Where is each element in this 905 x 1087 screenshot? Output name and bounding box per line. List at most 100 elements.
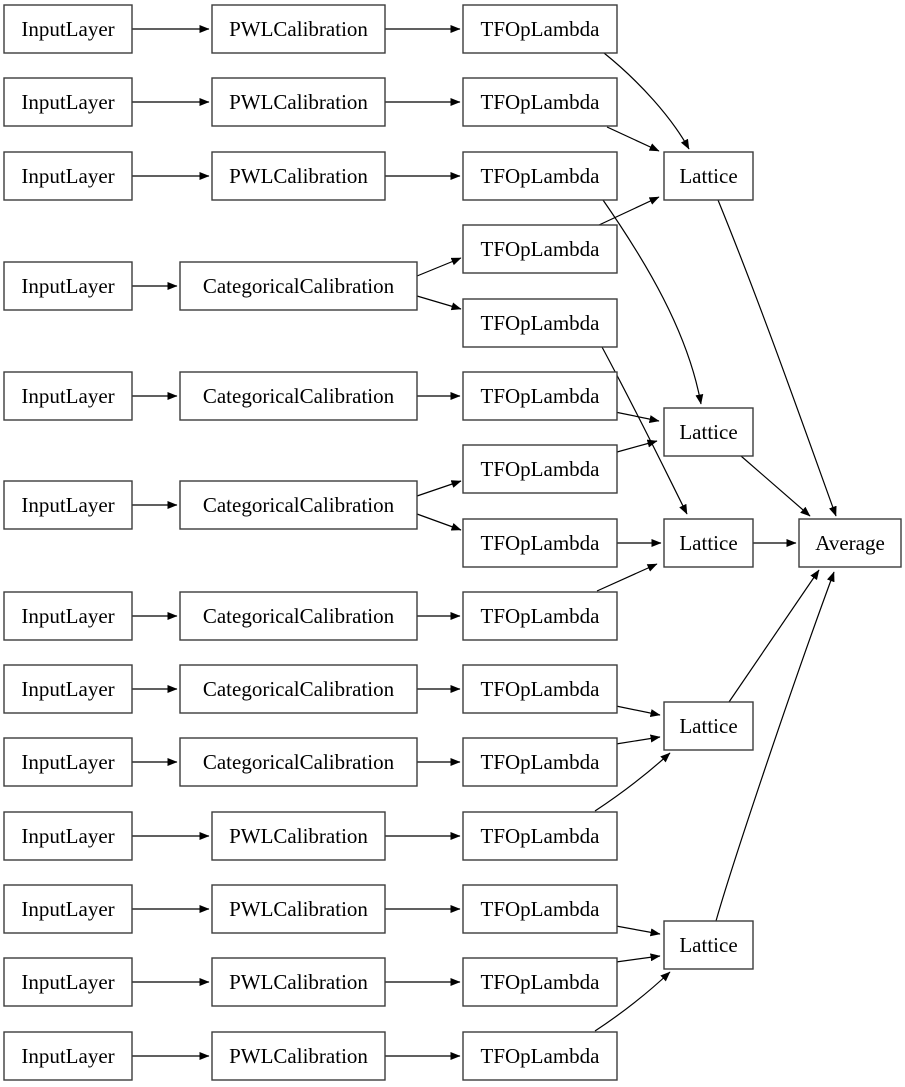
node-box xyxy=(3,77,133,127)
node-inputlayer-6: InputLayer xyxy=(3,480,133,530)
edge-lam10-lat4 xyxy=(615,705,661,718)
node-box xyxy=(3,4,133,54)
edge-lam7-lat2 xyxy=(616,439,658,453)
node-tfoplambda-6: TFOpLambda xyxy=(462,371,618,421)
node-label: Lattice xyxy=(679,714,737,738)
node-label: Lattice xyxy=(679,164,737,188)
node-tfoplambda-2: TFOpLambda xyxy=(462,77,618,127)
node-label: TFOpLambda xyxy=(481,384,601,408)
edge-lam13-lat5 xyxy=(615,925,661,937)
node-label: PWLCalibration xyxy=(229,824,368,848)
node-box xyxy=(211,1031,386,1081)
node-tfoplambda-3: TFOpLambda xyxy=(462,151,618,201)
node-inputlayer-5: InputLayer xyxy=(3,371,133,421)
node-inputlayer-8: InputLayer xyxy=(3,664,133,714)
node-inputlayer-10: InputLayer xyxy=(3,811,133,861)
node-box xyxy=(3,371,133,421)
node-label: CategoricalCalibration xyxy=(203,384,395,408)
node-box xyxy=(211,151,386,201)
edge-lat4-avg xyxy=(728,569,820,703)
node-lattice-1: Lattice xyxy=(663,151,754,201)
node-box xyxy=(179,591,418,641)
edge-cal4-lam4 xyxy=(416,257,462,277)
node-inputlayer-7: InputLayer xyxy=(3,591,133,641)
node-box xyxy=(211,811,386,861)
node-categoricalcalibration-4: CategoricalCalibration xyxy=(179,261,418,311)
edge-lam12-lat4 xyxy=(594,752,671,812)
edge-layer xyxy=(132,25,837,1060)
node-label: PWLCalibration xyxy=(229,970,368,994)
node-label: TFOpLambda xyxy=(481,237,601,261)
node-box xyxy=(211,4,386,54)
node-box xyxy=(3,1031,133,1081)
node-box xyxy=(179,737,418,787)
node-label: Lattice xyxy=(679,933,737,957)
node-label: TFOpLambda xyxy=(481,457,601,481)
node-box xyxy=(3,811,133,861)
node-inputlayer-9: InputLayer xyxy=(3,737,133,787)
node-box xyxy=(3,480,133,530)
node-label: InputLayer xyxy=(21,274,114,298)
edge-lam2-lat1 xyxy=(606,126,660,152)
node-categoricalcalibration-7: CategoricalCalibration xyxy=(179,591,418,641)
edge-cal6-lam8 xyxy=(416,513,462,531)
node-label: TFOpLambda xyxy=(481,824,601,848)
node-label: CategoricalCalibration xyxy=(203,677,395,701)
node-tfoplambda-1: TFOpLambda xyxy=(462,4,618,54)
node-pwlcalibration-3: PWLCalibration xyxy=(211,151,386,201)
node-categoricalcalibration-8: CategoricalCalibration xyxy=(179,664,418,714)
node-label: InputLayer xyxy=(21,677,114,701)
node-box xyxy=(462,811,618,861)
edge-lat1-avg xyxy=(717,199,837,517)
node-box xyxy=(462,77,618,127)
edge-cal6-lam7 xyxy=(416,480,462,497)
node-box xyxy=(663,407,754,457)
node-tfoplambda-14: TFOpLambda xyxy=(462,957,618,1007)
node-box xyxy=(462,591,618,641)
node-box xyxy=(462,151,618,201)
node-inputlayer-13: InputLayer xyxy=(3,1031,133,1081)
node-label: TFOpLambda xyxy=(481,164,601,188)
node-box xyxy=(462,737,618,787)
node-lattice-5: Lattice xyxy=(663,920,754,970)
node-label: TFOpLambda xyxy=(481,970,601,994)
node-label: TFOpLambda xyxy=(481,897,601,921)
node-label: TFOpLambda xyxy=(481,604,601,628)
edge-lat5-avg xyxy=(715,571,835,922)
node-tfoplambda-7: TFOpLambda xyxy=(462,444,618,494)
node-box xyxy=(663,920,754,970)
node-pwlcalibration-13: PWLCalibration xyxy=(211,1031,386,1081)
node-tfoplambda-4: TFOpLambda xyxy=(462,224,618,274)
node-label: InputLayer xyxy=(21,970,114,994)
edge-cal4-lam5 xyxy=(416,295,462,311)
node-label: InputLayer xyxy=(21,824,114,848)
node-label: TFOpLambda xyxy=(481,17,601,41)
node-label: InputLayer xyxy=(21,164,114,188)
node-label: Lattice xyxy=(679,531,737,555)
node-box xyxy=(462,957,618,1007)
node-inputlayer-3: InputLayer xyxy=(3,151,133,201)
node-box xyxy=(663,518,754,568)
node-tfoplambda-8: TFOpLambda xyxy=(462,518,618,568)
node-label: PWLCalibration xyxy=(229,164,368,188)
node-label: InputLayer xyxy=(21,1044,114,1068)
node-label: TFOpLambda xyxy=(481,750,601,774)
edge-lam6-lat2 xyxy=(614,411,660,424)
node-box xyxy=(211,957,386,1007)
node-box xyxy=(179,371,418,421)
edge-lam14-lat5 xyxy=(615,953,661,963)
node-box xyxy=(211,77,386,127)
node-inputlayer-2: InputLayer xyxy=(3,77,133,127)
node-label: PWLCalibration xyxy=(229,90,368,114)
node-label: Average xyxy=(815,531,885,555)
node-lattice-3: Lattice xyxy=(663,518,754,568)
node-pwlcalibration-2: PWLCalibration xyxy=(211,77,386,127)
node-tfoplambda-11: TFOpLambda xyxy=(462,737,618,787)
node-label: InputLayer xyxy=(21,17,114,41)
node-box xyxy=(462,4,618,54)
node-box xyxy=(3,737,133,787)
node-pwlcalibration-11: PWLCalibration xyxy=(211,884,386,934)
node-box xyxy=(462,664,618,714)
node-label: InputLayer xyxy=(21,384,114,408)
